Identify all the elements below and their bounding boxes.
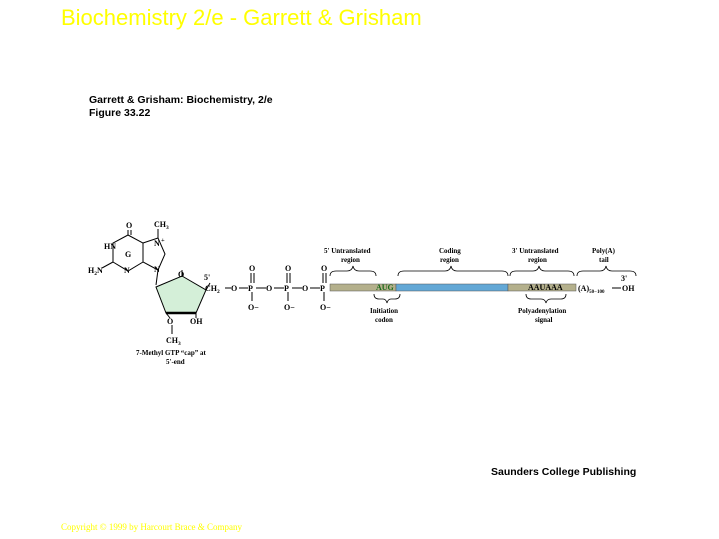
chain-o-3: O <box>302 284 308 293</box>
initiation-codon-label: Initiation <box>370 307 398 315</box>
ch2-label: CH2 <box>205 284 220 295</box>
phosphorus-2: P <box>284 284 289 293</box>
carbonyl-o-label: O <box>126 221 132 230</box>
publisher-credit: Saunders College Publishing <box>491 466 637 478</box>
chain-o-2: O <box>266 284 272 293</box>
aauaaa-signal: AAUAAA <box>528 283 563 292</box>
o-minus-3: O− <box>320 303 331 312</box>
coding-label-line2: region <box>440 256 459 264</box>
slide-title: Biochemistry 2/e - Garrett & Grisham <box>61 5 422 30</box>
copyright-notice: Copyright © 1999 by Harcourt Brace & Com… <box>61 522 243 532</box>
three-prime-end: 3' <box>621 274 627 283</box>
o-minus-1: O− <box>248 303 259 312</box>
oh-label: OH <box>190 317 203 326</box>
guanine-ring <box>101 229 166 286</box>
h2n-label: H2N <box>88 266 103 277</box>
hn-label: HN <box>104 242 116 251</box>
ring-o-label: O <box>178 270 184 279</box>
coding-label: Coding <box>439 247 461 255</box>
utr3-segment <box>507 283 577 292</box>
ribose-sugar <box>155 275 207 314</box>
utr3-label: 3' Untranslated <box>512 247 559 255</box>
double-bond-o-3: O <box>321 264 327 273</box>
double-bond-o-2: O <box>285 264 291 273</box>
phosphorus-3: P <box>320 284 325 293</box>
five-prime-label: 5' <box>204 273 210 282</box>
aug-codon: AUG <box>376 283 394 292</box>
utr3-label-line2: region <box>528 256 547 264</box>
polyadenylation-label-line2: signal <box>535 316 553 324</box>
chain-o-1: O <box>231 284 237 293</box>
initiation-codon-label-line2: codon <box>375 316 393 324</box>
figure-source: Garrett & Grisham: Biochemistry, 2/e <box>89 94 273 106</box>
cap-label: 7-Methyl GTP “cap” at <box>136 349 206 357</box>
utr5-label: 5' Untranslated <box>324 247 371 255</box>
polya-sequence: (A)50−100 <box>578 284 605 295</box>
oh-end: OH <box>622 284 635 293</box>
utr5-label-line2: region <box>341 256 360 264</box>
phosphorus-1: P <box>248 284 253 293</box>
top-brackets <box>329 265 637 277</box>
guanine-g-label: G <box>125 250 131 259</box>
sugar-o-label: O <box>167 317 173 326</box>
ring-n-label: N <box>124 266 130 275</box>
polya-label: Poly(A) <box>592 247 616 255</box>
n-plus-label: N <box>154 239 160 248</box>
ch3-top-label: CH3 <box>154 220 169 231</box>
cap-label-line2: 5'-end <box>166 358 185 366</box>
coding-segment <box>395 283 509 292</box>
double-bond-o-1: O <box>249 264 255 273</box>
o-minus-2: O− <box>284 303 295 312</box>
phosphate-bonds <box>225 273 327 301</box>
figure-number: Figure 33.22 <box>89 107 151 119</box>
ring-n9-label: N <box>154 265 160 274</box>
plus-sign: + <box>161 237 165 244</box>
bottom-brackets <box>373 293 567 304</box>
figure-header: Garrett & Grisham: Biochemistry, 2/e Fig… <box>89 94 273 120</box>
ch3-bottom-label: CH3 <box>166 336 181 347</box>
polyadenylation-label: Polyadenylation <box>518 307 566 315</box>
polya-label-line2: tail <box>599 256 609 264</box>
sugar-bonds <box>165 270 211 334</box>
